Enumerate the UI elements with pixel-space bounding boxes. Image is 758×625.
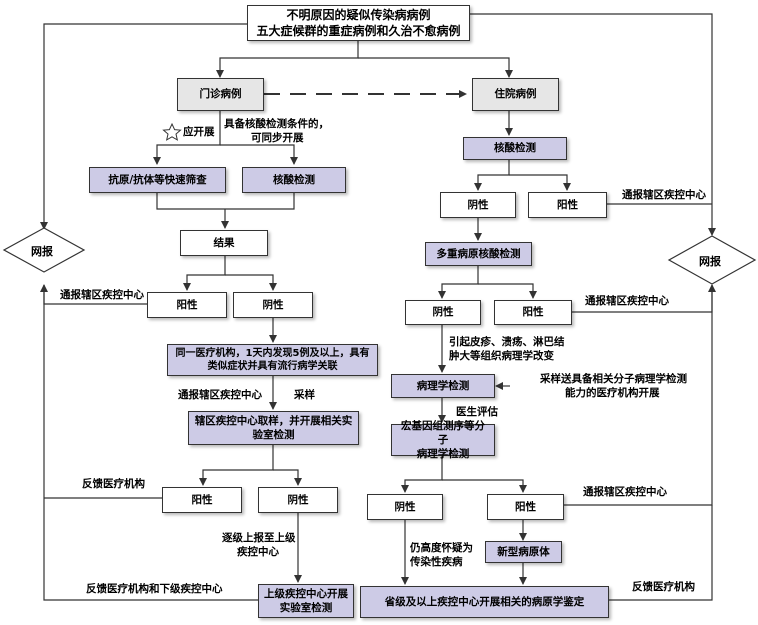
outpatient-box: 门诊病例 <box>177 78 264 111</box>
right-positive-box: 阳性 <box>528 192 607 218</box>
upper-center-box: 上级疾控中心开展 实验室检测 <box>258 584 354 618</box>
right-negative-box: 阴性 <box>440 192 516 218</box>
macro-line1: 宏基因组测序等分子 <box>401 419 485 446</box>
report-right-label: 网报 <box>699 255 721 268</box>
result-box: 结果 <box>180 230 268 256</box>
right-feedback-label: 反馈医疗机构 <box>632 581 695 593</box>
report-diamond-right <box>667 235 757 285</box>
left-notify-label-2: 通报辖区疾控中心 <box>178 389 262 401</box>
feedback-lower-label: 反馈医疗机构和下级疾控中心 <box>86 583 223 595</box>
right-negative2-box: 阴性 <box>405 300 481 325</box>
left-positive2-box: 阳性 <box>162 487 242 513</box>
star-note: 应开展 <box>183 126 215 138</box>
macro-box: 宏基因组测序等分子 病理学检测 <box>391 420 495 460</box>
right-notify-label: 通报辖区疾控中心 <box>622 189 706 201</box>
left-notify-label: 通报辖区疾控中心 <box>60 289 144 301</box>
new-pathogen-box: 新型病原体 <box>485 541 562 563</box>
upper-line1: 上级疾控中心开展 <box>264 587 348 600</box>
top-cases-box: 不明原因的疑似传染病病例 五大症候群的重症病例和久治不愈病例 <box>247 5 470 41</box>
cluster-line1: 同一医疗机构，1天内发现5例及以上，具有 <box>175 347 370 359</box>
rapid-screen-box: 抗原/抗体等快速筛查 <box>89 167 226 193</box>
report-up-2: 疾控中心 <box>237 546 279 558</box>
left-nucleic-box: 核酸检测 <box>242 167 346 193</box>
district-line1: 辖区疾控中心取样，并开展相关实 <box>194 414 353 427</box>
right-positive2-box: 阳性 <box>494 300 572 325</box>
right-notify-label-3: 通报辖区疾控中心 <box>583 486 667 498</box>
sampling-label: 采样 <box>294 389 315 401</box>
pathology-box: 病理学检测 <box>391 374 495 398</box>
cluster-line2: 类似症状并具有流行病学关联 <box>207 361 338 372</box>
suspect-line1: 仍高度怀疑为 <box>410 542 473 554</box>
district-box: 辖区疾控中心取样，并开展相关实 验室检测 <box>188 411 359 445</box>
suspect-line2: 传染性疾病 <box>410 556 463 568</box>
star-icon <box>162 122 182 141</box>
cond-note-2: 可同步开展 <box>251 132 304 144</box>
top-line1: 不明原因的疑似传染病病例 <box>286 7 431 22</box>
send-line2: 能力的医疗机构开展 <box>565 387 660 399</box>
report-up-1: 逐级上报至上级 <box>222 532 296 544</box>
left-negative-box: 阴性 <box>233 292 313 318</box>
district-line2: 验室检测 <box>252 429 295 441</box>
right-positive3-box: 阳性 <box>487 494 564 520</box>
cause-line2: 肿大等组织病理学改变 <box>449 350 554 362</box>
cond-note-1: 具备核酸检测条件的， <box>224 118 329 130</box>
cause-line1: 引起皮疹、溃疡、淋巴结 <box>449 336 565 348</box>
macro-line2: 病理学检测 <box>416 448 470 461</box>
send-line1: 采样送具备相关分子病理学检测 <box>540 373 687 385</box>
cluster-box: 同一医疗机构，1天内发现5例及以上，具有 类似症状并具有流行病学关联 <box>167 344 378 376</box>
report-left-label: 网报 <box>31 245 53 258</box>
multi-pathogen-box: 多重病原核酸检测 <box>425 242 532 266</box>
right-negative3-box: 阴性 <box>367 494 443 520</box>
identify-box: 省级及以上疾控中心开展相关的病原学鉴定 <box>360 586 609 618</box>
top-line2: 五大症候群的重症病例和久治不愈病例 <box>256 24 461 38</box>
left-negative2-box: 阴性 <box>258 487 338 513</box>
right-notify-label-2: 通报辖区疾控中心 <box>585 295 669 307</box>
report-diamond-left <box>2 227 86 273</box>
left-positive-box: 阳性 <box>147 292 227 318</box>
feedback-label: 反馈医疗机构 <box>82 478 145 490</box>
doctor-eval-label: 医生评估 <box>456 406 498 418</box>
upper-line2: 实验室检测 <box>279 602 333 614</box>
right-nucleic-box: 核酸检测 <box>463 137 567 160</box>
inpatient-box: 住院病例 <box>472 78 559 111</box>
